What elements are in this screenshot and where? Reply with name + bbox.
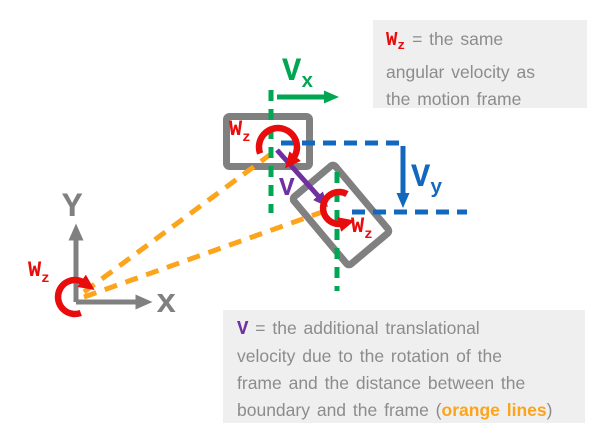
note-line: boundary and the frame (orange lines) bbox=[237, 400, 553, 420]
v-arrow bbox=[275, 148, 329, 207]
frame2-rotation-arrow bbox=[319, 188, 355, 232]
v-label: V bbox=[279, 173, 295, 203]
note-translational-velocity: V = the additional translational velocit… bbox=[223, 310, 585, 423]
orange-distance-line-2 bbox=[83, 208, 326, 300]
note-line: the motion frame bbox=[386, 89, 522, 109]
wz-frame2-label: Wz bbox=[351, 214, 373, 243]
note-line: Wz = the same bbox=[386, 29, 504, 53]
note-line: V = the additional translational bbox=[237, 318, 480, 340]
orange-lines-highlight: orange lines bbox=[441, 400, 547, 420]
note-line: velocity due to the rotation of the bbox=[237, 346, 502, 366]
rotated-frame-group bbox=[289, 161, 393, 269]
vx-label: Vx bbox=[282, 53, 313, 94]
orange-distance-line-1 bbox=[82, 151, 273, 295]
note-line: angular velocity as bbox=[386, 62, 535, 82]
v-term: V bbox=[237, 318, 249, 340]
y-axis-label: Y bbox=[62, 189, 83, 227]
rotated-frame-rect bbox=[289, 161, 393, 269]
vy-label: Vy bbox=[411, 159, 442, 200]
wz-frame1-label: Wz bbox=[229, 117, 251, 146]
note-line: frame and the distance between the bbox=[237, 373, 526, 393]
wz-origin-label: Wz bbox=[28, 258, 50, 287]
x-axis-label: x bbox=[156, 285, 176, 323]
wz-term: Wz bbox=[386, 29, 406, 53]
note-angular-velocity: Wz = the same angular velocity as the mo… bbox=[373, 20, 587, 109]
frame1-rotation-arrow bbox=[255, 124, 301, 169]
origin-rotation-arrow bbox=[54, 274, 95, 318]
